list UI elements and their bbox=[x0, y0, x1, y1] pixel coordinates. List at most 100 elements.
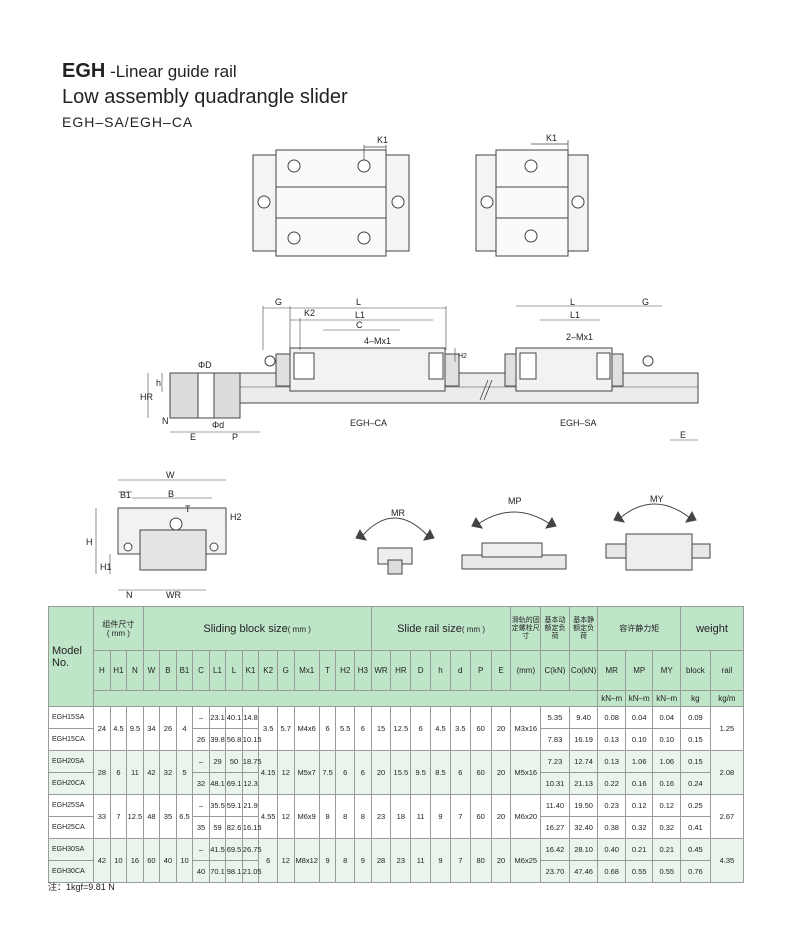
cell-E: 20 bbox=[490, 706, 512, 751]
cell-D: 9.5 bbox=[410, 750, 432, 795]
cell-WR: 28 bbox=[370, 838, 392, 883]
label-l-sa: L bbox=[570, 297, 575, 307]
cell-MY: 0.12 bbox=[652, 794, 682, 817]
cell-h: 8.5 bbox=[430, 750, 451, 795]
cell-H1: 10 bbox=[109, 838, 128, 883]
cell-L: 69.1 bbox=[225, 772, 243, 795]
cell-MR: 0.40 bbox=[597, 838, 626, 861]
cell-H1: 7 bbox=[109, 794, 128, 839]
cell-model: EGH15CA bbox=[47, 728, 95, 751]
cell-HR: 12.5 bbox=[390, 706, 412, 751]
front-view-labels: W B1 B T H2 H H1 N WR bbox=[86, 470, 242, 600]
cell-WR: 15 bbox=[370, 706, 392, 751]
cell-model: EGH25CA bbox=[47, 816, 95, 839]
cell-model: EGH30SA bbox=[47, 838, 95, 861]
side-view-labels: G K2 L L1 C 4–Mx1 H2 ΦD h HR Φd N E P EG… bbox=[140, 297, 686, 442]
cell-N: 16 bbox=[126, 838, 144, 883]
cell-K2: 6 bbox=[258, 838, 279, 883]
cell-Mx: M8x12 bbox=[293, 838, 320, 883]
unit-mp: kN–m bbox=[624, 690, 654, 707]
moment-mr bbox=[355, 517, 435, 575]
cell-L: 40.1 bbox=[225, 706, 243, 729]
cell-bolt: M5x16 bbox=[510, 750, 542, 795]
cell-H: 24 bbox=[93, 706, 111, 751]
cell-H2: 8 bbox=[335, 794, 356, 839]
cell-h: 9 bbox=[430, 794, 451, 839]
cell-K1: 26.75 bbox=[241, 838, 262, 861]
cell-block: 0.15 bbox=[680, 750, 711, 773]
col-sliding-unit: ( mm ) bbox=[287, 624, 311, 634]
cell-Co_kN: 9.40 bbox=[568, 706, 599, 729]
sub-Co-kN: Co(kN) bbox=[568, 650, 599, 691]
label-egh-sa: EGH–SA bbox=[560, 418, 597, 428]
moment-my bbox=[605, 503, 711, 571]
col-static-load: 基本静额定负荷 bbox=[568, 606, 599, 651]
cell-P: 80 bbox=[469, 838, 492, 883]
top-view-sa: K1 bbox=[475, 133, 589, 257]
footnote: 注：1kgf=9.81 N bbox=[48, 882, 115, 892]
cell-MY: 1.06 bbox=[652, 750, 682, 773]
sub-H: H bbox=[93, 650, 111, 691]
label-b: B bbox=[168, 489, 174, 499]
cell-L1: 23.1 bbox=[208, 706, 227, 729]
cell-N: 11 bbox=[126, 750, 144, 795]
cell-B: 26 bbox=[159, 706, 177, 751]
label-k1-sa: K1 bbox=[546, 133, 557, 143]
cell-rail: 4.35 bbox=[709, 838, 745, 883]
cell-L1: 29 bbox=[208, 750, 227, 773]
cell-L1: 41.5 bbox=[208, 838, 227, 861]
sub-MP: MP bbox=[624, 650, 654, 691]
label-egh-ca: EGH–CA bbox=[350, 418, 387, 428]
cell-HR: 23 bbox=[390, 838, 412, 883]
cell-E: 20 bbox=[490, 750, 512, 795]
col-assembly: 组件尺寸( mm ) bbox=[93, 606, 144, 651]
cell-MP: 0.10 bbox=[624, 728, 654, 751]
cell-bolt: M6x20 bbox=[510, 794, 542, 839]
cell-K1: 18.75 bbox=[241, 750, 262, 773]
technical-drawing: K1 K1 bbox=[86, 133, 711, 600]
label-mr: MR bbox=[391, 508, 405, 518]
cell-MR: 0.23 bbox=[597, 794, 626, 817]
cell-B1: 6.5 bbox=[175, 794, 194, 839]
sub-G: G bbox=[277, 650, 295, 691]
cell-C_kN: 10.31 bbox=[540, 772, 570, 795]
cell-Co_kN: 47.46 bbox=[568, 860, 599, 883]
cell-H: 42 bbox=[93, 838, 111, 883]
cell-C: – bbox=[192, 750, 210, 773]
cell-D: 11 bbox=[410, 838, 432, 883]
cell-B: 32 bbox=[159, 750, 177, 795]
cell-H3: 8 bbox=[354, 794, 372, 839]
cell-P: 60 bbox=[469, 794, 492, 839]
cell-C: – bbox=[192, 838, 210, 861]
cell-rail: 2.67 bbox=[709, 794, 745, 839]
unit-mr: kN–m bbox=[597, 690, 626, 707]
cell-model: EGH15SA bbox=[47, 706, 95, 729]
cell-h: 9 bbox=[430, 838, 451, 883]
sub-Mx1: Mx1 bbox=[293, 650, 320, 691]
cell-block: 0.09 bbox=[680, 706, 711, 729]
cell-MP: 0.16 bbox=[624, 772, 654, 795]
sub-HR: HR bbox=[390, 650, 412, 691]
cell-MP: 0.32 bbox=[624, 816, 654, 839]
cell-B1: 10 bbox=[175, 838, 194, 883]
sub-K2: K2 bbox=[258, 650, 279, 691]
cell-C: – bbox=[192, 706, 210, 729]
cell-MP: 0.55 bbox=[624, 860, 654, 883]
label-phi-D: ΦD bbox=[198, 360, 212, 370]
cell-d: 7 bbox=[449, 838, 471, 883]
cell-C: – bbox=[192, 794, 210, 817]
cell-K1: 16.15 bbox=[241, 816, 262, 839]
cell-C_kN: 23.70 bbox=[540, 860, 570, 883]
label-h2-side: H2 bbox=[458, 353, 467, 360]
cell-G: 5.7 bbox=[277, 706, 295, 751]
top-view-ca: K1 bbox=[252, 135, 410, 257]
label-n-side: N bbox=[162, 416, 169, 426]
col-rail: Slide rail size( mm ) bbox=[370, 606, 512, 651]
model-description: -Linear guide rail bbox=[105, 62, 237, 81]
sub-MR: MR bbox=[597, 650, 626, 691]
cell-MY: 0.21 bbox=[652, 838, 682, 861]
cell-block: 0.25 bbox=[680, 794, 711, 817]
cell-C: 40 bbox=[192, 860, 210, 883]
col-static-moment: 容许静力矩 bbox=[597, 606, 682, 651]
